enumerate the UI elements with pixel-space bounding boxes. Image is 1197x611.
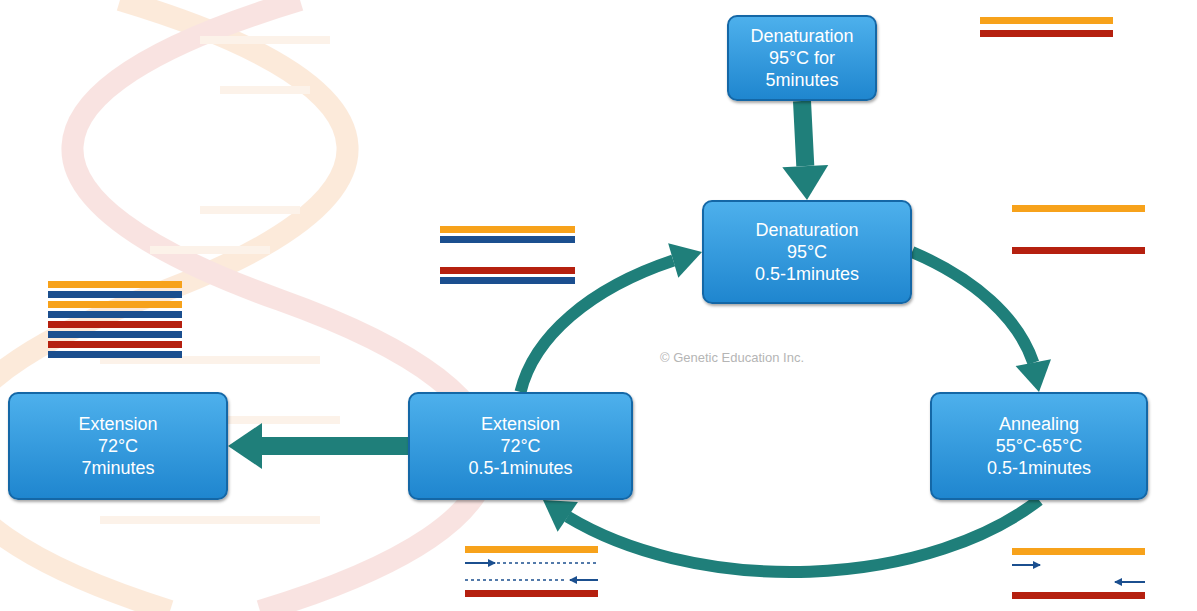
- process-box: Annealing55°C-65°C0.5-1minutes: [930, 392, 1148, 500]
- step-detail: 95°C for 5minutes: [737, 47, 867, 91]
- step-detail: 95°C: [787, 241, 827, 263]
- connector-line: [543, 500, 1039, 572]
- process-box: Denaturation95°C0.5-1minutes: [702, 200, 912, 304]
- arrowhead: [1016, 359, 1051, 392]
- connector-line: [912, 252, 1039, 392]
- step-detail: 72°C: [98, 435, 138, 457]
- step-name: Denaturation: [750, 25, 853, 47]
- arrowhead: [782, 165, 828, 200]
- cycle-arrow: [912, 252, 1051, 392]
- dna-strands: [48, 17, 1145, 599]
- cycle-arrow: [543, 500, 1039, 572]
- step-detail: 55°C-65°C: [996, 435, 1082, 457]
- step-detail: 0.5-1minutes: [468, 457, 572, 479]
- step-detail: 72°C: [500, 435, 540, 457]
- flow-arrow: [782, 101, 828, 200]
- dna-helix-watermark: [0, 0, 488, 611]
- cycle-arrow: [521, 243, 703, 392]
- flow-arrow: [228, 423, 408, 469]
- arrowhead: [668, 243, 702, 278]
- step-detail: 0.5-1minutes: [987, 457, 1091, 479]
- step-name: Denaturation: [755, 219, 858, 241]
- step-name: Annealing: [999, 413, 1079, 435]
- arrowhead: [228, 423, 262, 469]
- process-box: Extension72°C7minutes: [8, 392, 228, 500]
- step-detail: 0.5-1minutes: [755, 263, 859, 285]
- process-box: Denaturation95°C for 5minutes: [727, 15, 877, 101]
- step-detail: 7minutes: [81, 457, 154, 479]
- watermark: © Genetic Education Inc.: [660, 350, 804, 365]
- arrowhead: [543, 500, 578, 532]
- step-name: Extension: [481, 413, 560, 435]
- connector-line: [521, 252, 703, 392]
- process-box: Extension72°C0.5-1minutes: [408, 392, 633, 500]
- step-name: Extension: [78, 413, 157, 435]
